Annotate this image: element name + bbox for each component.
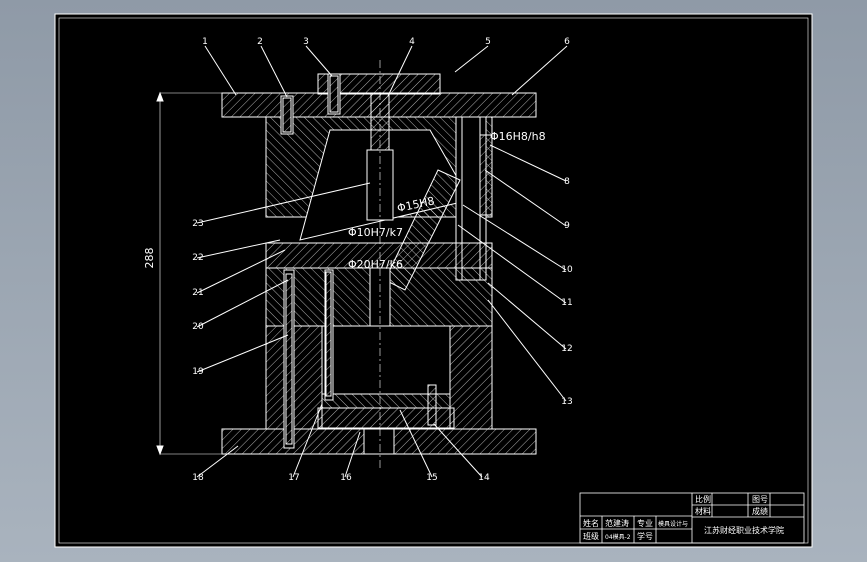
fit-3-dim: Φ10H7/k7 <box>348 226 403 239</box>
part-number-17: 17 <box>288 473 299 483</box>
part-number-11: 11 <box>561 298 572 308</box>
fit-4-dim: Φ20H7/k6 <box>348 258 403 271</box>
part-number-13: 13 <box>561 397 572 407</box>
part-number-10: 10 <box>561 265 573 275</box>
part-number-14: 14 <box>478 473 490 483</box>
name-value: 范建涛 <box>605 518 629 528</box>
grade-label: 成绩 <box>752 506 768 516</box>
guide-fit-dim: Φ16H8/h8 <box>490 130 546 143</box>
assembly-geometry <box>156 45 568 478</box>
part-number-8: 8 <box>564 177 570 187</box>
major-value: 模具设计与 <box>658 520 688 528</box>
student-no-label: 学号 <box>637 531 653 541</box>
material-label: 材料 <box>695 506 711 516</box>
major-label: 专业 <box>637 518 653 528</box>
part-number-9: 9 <box>564 221 570 231</box>
drawing-frame <box>58 17 809 544</box>
part-number-22: 22 <box>192 253 203 263</box>
drawing-no-label: 图号 <box>752 495 768 504</box>
part-number-18: 18 <box>192 473 204 483</box>
part-number-5: 5 <box>485 37 491 47</box>
part-number-19: 19 <box>192 367 204 377</box>
drawing-border <box>54 13 813 548</box>
part-number-15: 15 <box>426 473 437 483</box>
part-number-4: 4 <box>409 37 415 47</box>
name-label: 姓名 <box>583 518 599 528</box>
school-name: 江苏财经职业技术学院 <box>704 525 784 535</box>
part-number-23: 23 <box>192 219 203 229</box>
overall-height-dim: 288 <box>143 248 156 269</box>
part-number-3: 3 <box>303 37 309 47</box>
scale-label: 比例 <box>695 494 711 504</box>
part-number-1: 1 <box>202 37 208 47</box>
part-number-2: 2 <box>257 37 263 47</box>
part-number-21: 21 <box>192 288 203 298</box>
part-number-12: 12 <box>561 344 572 354</box>
part-number-20: 20 <box>192 322 204 332</box>
class-value: 04模具-2 <box>605 533 631 541</box>
part-number-6: 6 <box>564 37 570 47</box>
class-label: 班级 <box>583 531 599 541</box>
part-number-16: 16 <box>340 473 352 483</box>
title-block <box>579 492 805 544</box>
